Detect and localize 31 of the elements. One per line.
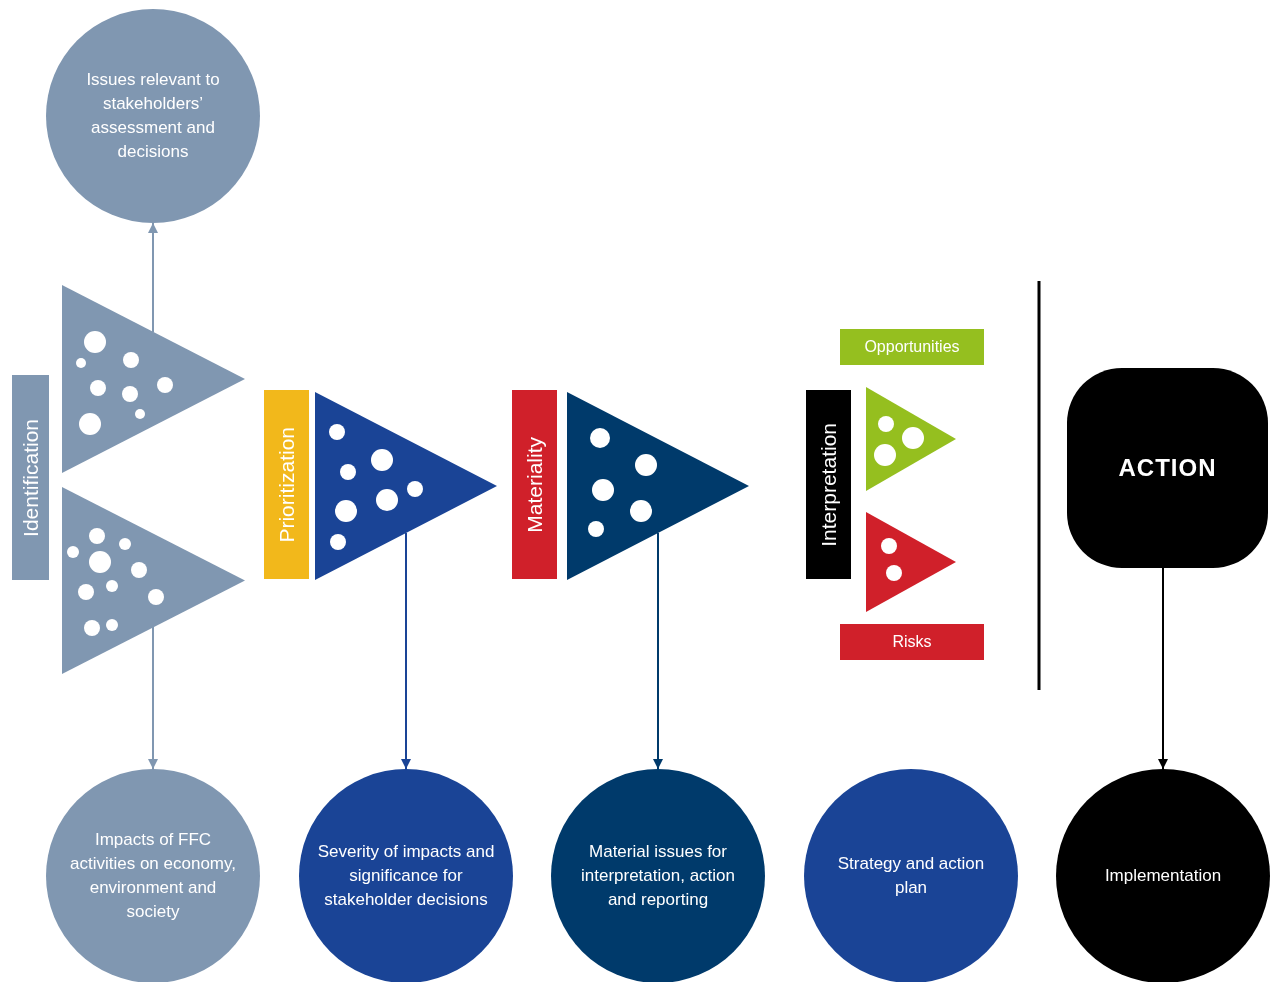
stage-label-bar (264, 390, 309, 579)
category-label: Risks (892, 631, 932, 652)
circle-text: Issues relevant to stakeholders’ assessment and decisions (85, 69, 221, 163)
dotted-triangle (62, 285, 245, 473)
dotted-triangle (62, 487, 245, 674)
stage-label-bar (12, 375, 49, 580)
circle-text: Implementation (1104, 865, 1222, 888)
arrow (401, 532, 411, 770)
circle-text: Impacts of FFC activities on economy, environment and society (69, 829, 237, 923)
dotted-triangle (866, 512, 956, 612)
arrow (653, 532, 663, 770)
stage-label: Prioritization (273, 426, 299, 543)
category-label-bar (840, 624, 984, 660)
circle-text: Severity of impacts and significance for stakeholder decisions (316, 841, 496, 911)
stage-label: Materiality (521, 436, 547, 533)
dotted-triangle (567, 392, 749, 580)
circle-text: Strategy and action plan (836, 853, 986, 899)
stage-label-bar (806, 390, 851, 579)
stage-label: Identification (17, 418, 43, 537)
circle-text: Material issues for interpretation, action and reporting (579, 841, 736, 911)
stage-label-bar (512, 390, 557, 579)
arrow (1158, 567, 1168, 770)
category-label-bar (840, 329, 984, 365)
dotted-triangle (866, 387, 956, 491)
arrow (148, 626, 158, 770)
stage-label: Interpretation (815, 422, 841, 547)
action-box (1067, 368, 1268, 568)
dotted-triangle (315, 392, 497, 580)
arrow (148, 222, 158, 333)
action-label: ACTION (1118, 453, 1217, 484)
category-label: Opportunities (864, 336, 960, 357)
